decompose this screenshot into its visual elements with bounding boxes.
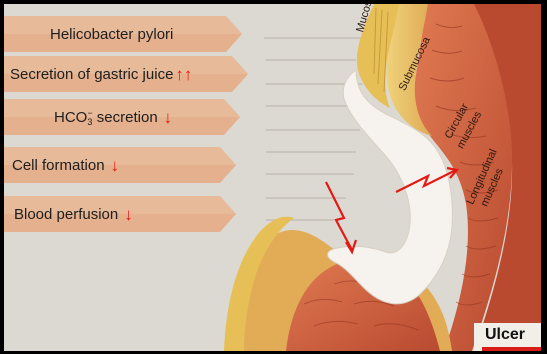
factor-label: Secretion of gastric juice↑↑ [4, 56, 248, 92]
factor-text: Secretion of gastric juice [4, 66, 173, 83]
down-arrow-icon: ↓ [111, 157, 120, 174]
diagram-page: Helicobacter pyloriSecretion of gastric … [4, 4, 541, 351]
caption-underline [482, 347, 541, 351]
factor-label: Cell formation ↓ [4, 147, 236, 183]
double-up-arrow-icon: ↑↑ [175, 66, 192, 83]
lightning-arrow-icon [326, 182, 356, 252]
factor-label: HCO3− secretion ↓ [4, 99, 240, 135]
factor-text: HCO3− secretion [4, 108, 158, 127]
factor-label: Blood perfusion ↓ [4, 196, 236, 232]
down-arrow-icon: ↓ [164, 109, 173, 126]
factor-text: Blood perfusion [4, 206, 118, 223]
caption-title: Ulcer [485, 326, 525, 344]
factor-label: Helicobacter pylori [4, 16, 242, 52]
factor-text: Cell formation [4, 157, 105, 174]
factor-text: Helicobacter pylori [4, 26, 173, 43]
down-arrow-icon: ↓ [124, 206, 133, 223]
bicarbonate-formula: HCO3− [54, 108, 93, 127]
background-text-lines [264, 38, 364, 220]
